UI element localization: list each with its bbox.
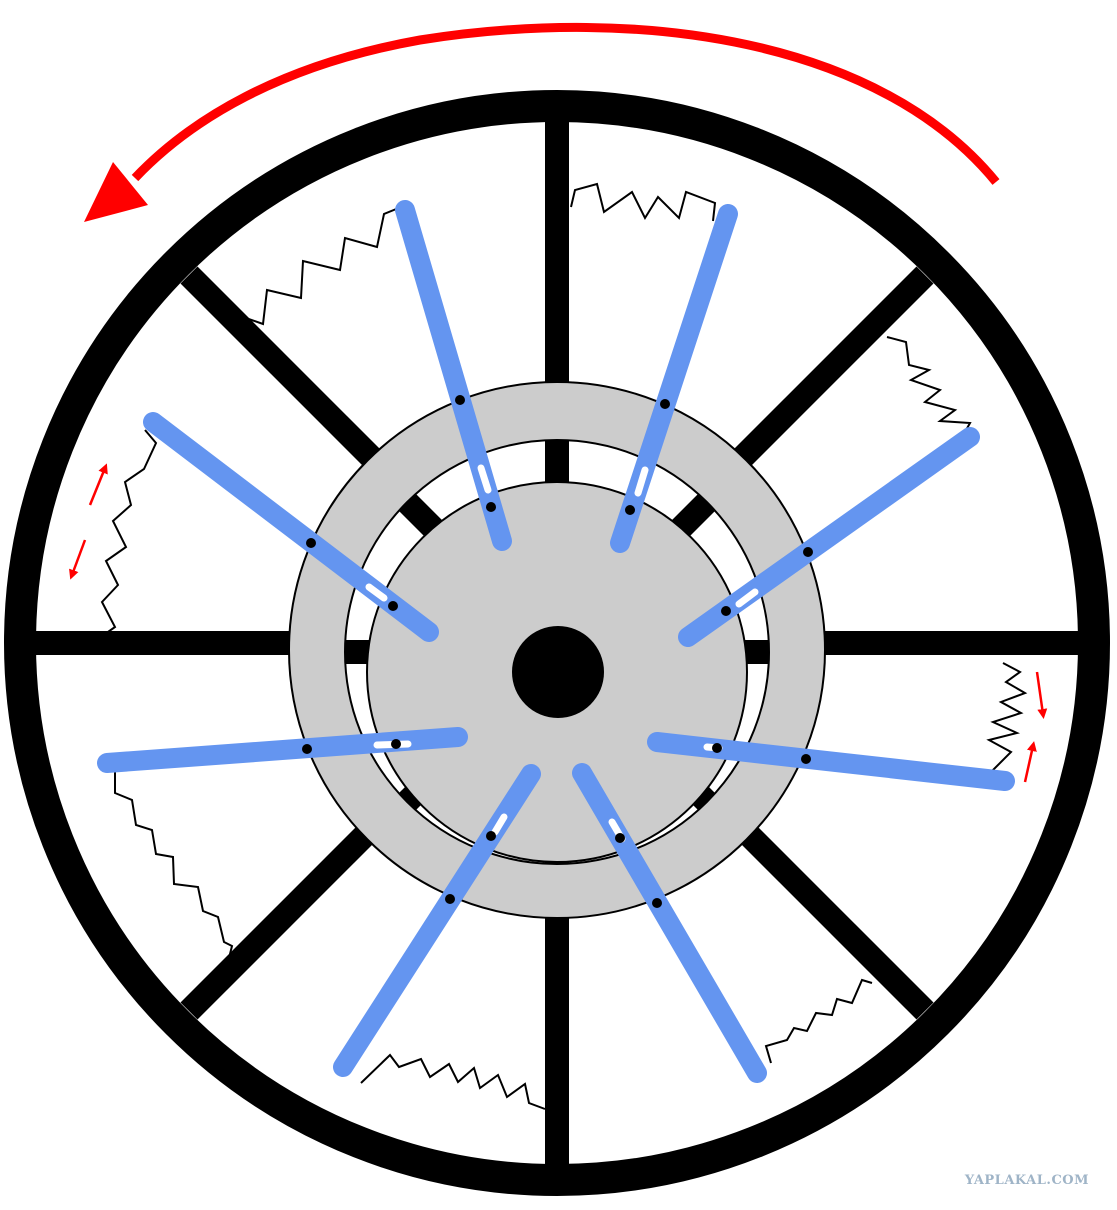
- motion-arrow: [88, 463, 108, 506]
- spring: [360, 1053, 546, 1110]
- spring: [985, 662, 1028, 778]
- spring: [239, 202, 412, 326]
- pivot-pins: [302, 395, 813, 908]
- spring: [764, 978, 873, 1064]
- watermark: YAPLAKAL.COM: [964, 1173, 1089, 1188]
- motion-arrow: [1023, 741, 1037, 783]
- motion-arrow: [1035, 671, 1048, 719]
- spring: [97, 429, 158, 640]
- springs: [97, 182, 1028, 1110]
- spring: [570, 182, 717, 222]
- hub: [288, 381, 826, 919]
- outer-rim: [4, 90, 1110, 1196]
- motion-arrow: [69, 539, 87, 580]
- motion-arrows: [69, 463, 1048, 783]
- lever: [678, 427, 980, 647]
- axle: [512, 626, 604, 718]
- rotation-arrow: [84, 22, 1000, 222]
- spring: [886, 336, 972, 442]
- spring: [114, 755, 234, 971]
